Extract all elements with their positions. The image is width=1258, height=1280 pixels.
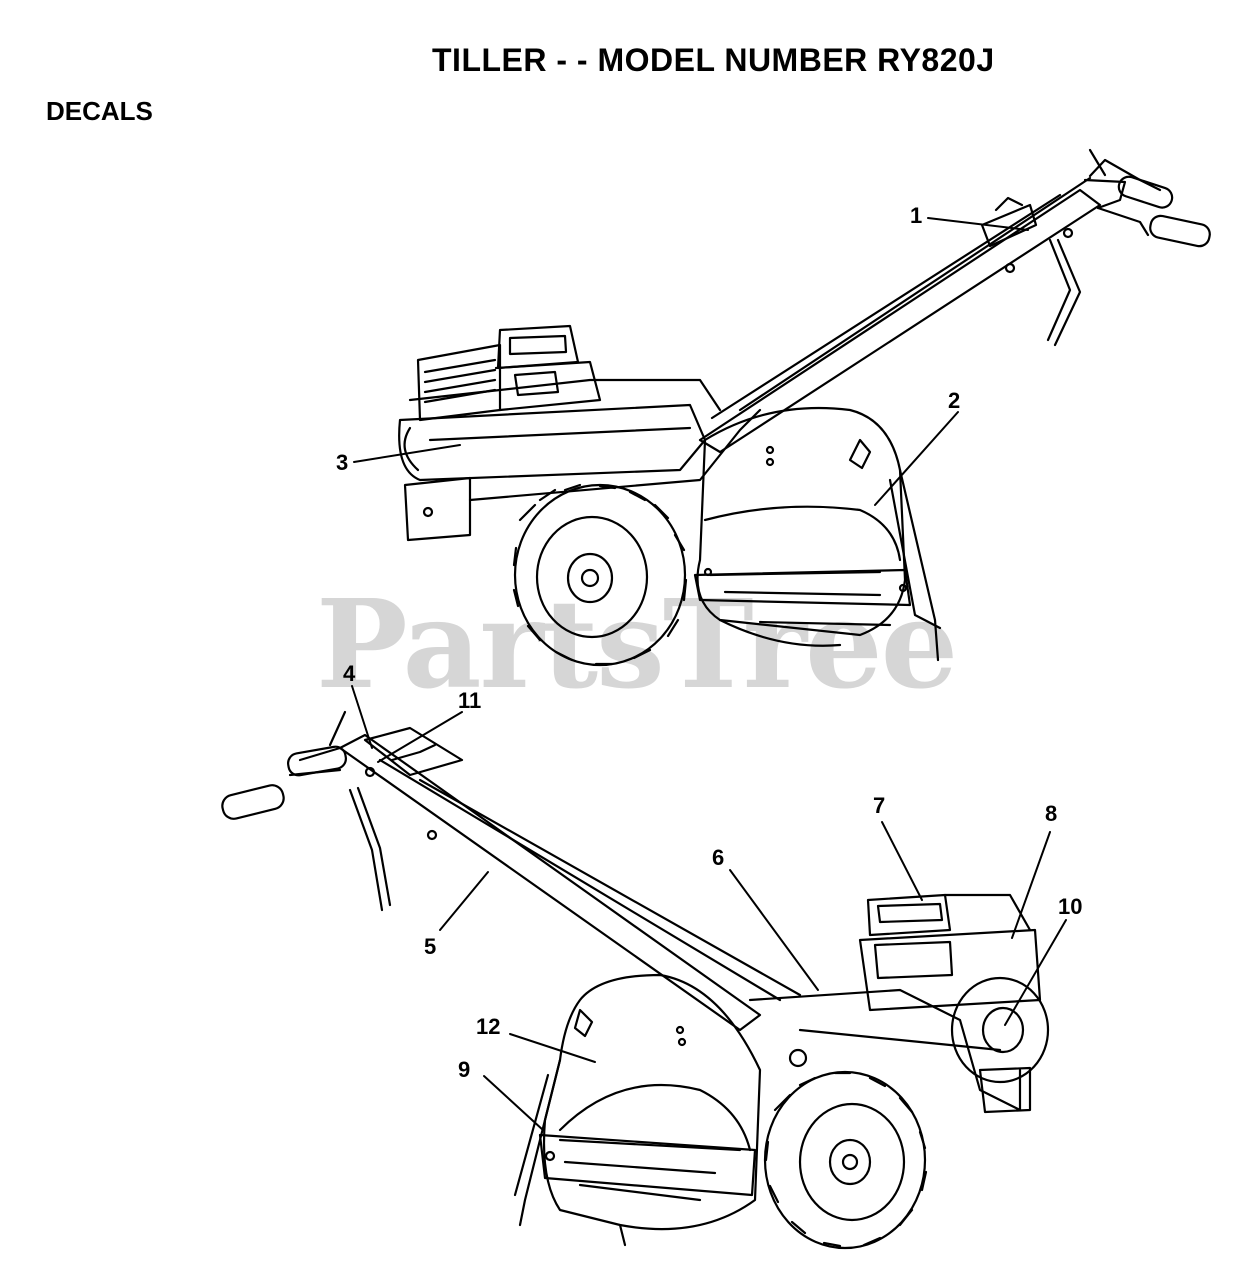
watermark: PartsTree xyxy=(316,572,958,716)
callout-1: 1 xyxy=(910,203,923,228)
callout-5: 5 xyxy=(424,934,437,959)
callout-3: 3 xyxy=(336,450,349,475)
upper-tiller-drawing xyxy=(398,148,1211,667)
callout-4: 4 xyxy=(343,661,356,686)
section-heading: DECALS xyxy=(46,96,153,126)
lower-tiller-drawing xyxy=(221,710,1050,1250)
callout-9: 9 xyxy=(458,1057,471,1082)
upper-leader-lines xyxy=(353,217,1029,506)
callout-11: 11 xyxy=(458,688,482,713)
callout-2: 2 xyxy=(948,388,961,413)
page-title: TILLER - - MODEL NUMBER RY820J xyxy=(432,42,995,78)
callout-8: 8 xyxy=(1045,801,1058,826)
callout-12: 12 xyxy=(476,1014,501,1039)
callout-7: 7 xyxy=(873,793,886,818)
lower-leader-lines xyxy=(351,685,1067,1131)
callout-6: 6 xyxy=(712,845,725,870)
callout-10: 10 xyxy=(1058,894,1083,919)
